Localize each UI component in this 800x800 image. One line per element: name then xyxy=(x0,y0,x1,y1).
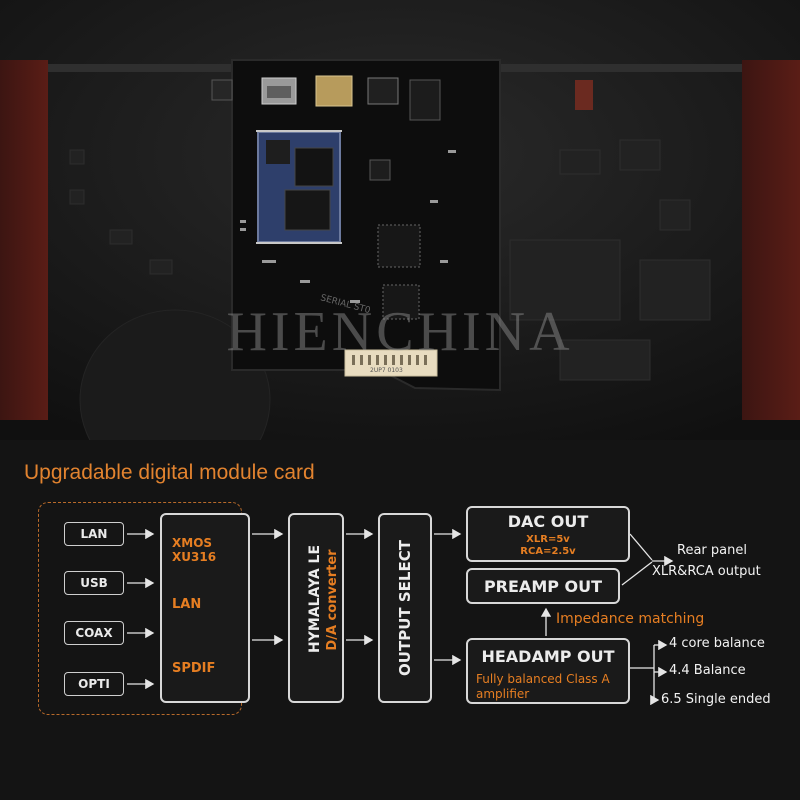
hp-output-44: 4.4 Balance xyxy=(669,663,746,678)
xmos-spdif-label: SPDIF xyxy=(172,661,216,676)
xmos-chip-line1: XMOS xyxy=(172,536,213,550)
hp-output-4core: 4 core balance xyxy=(669,636,765,651)
xmos-lan-label: LAN xyxy=(172,597,202,612)
input-lan: LAN xyxy=(64,522,124,546)
dac-out-block: DAC OUT XLR=5v RCA=2.5v xyxy=(466,506,630,562)
section-heading: Upgradable digital module card xyxy=(24,461,315,484)
connector-marking: 2UP7 0103 xyxy=(370,367,403,374)
chip-secondary xyxy=(382,284,420,320)
preamp-out-block: PREAMP OUT xyxy=(466,568,620,604)
volume-knob xyxy=(79,309,271,440)
input-opti: OPTI xyxy=(64,672,124,696)
output-select-block: OUTPUT SELECT xyxy=(378,513,432,703)
headamp-desc-line1: Fully balanced Class A xyxy=(476,672,610,686)
input-coax: COAX xyxy=(64,621,124,645)
dac-out-title: DAC OUT xyxy=(507,512,589,531)
xmos-block: XMOS XU316 LAN SPDIF xyxy=(160,513,250,703)
hymalaya-subtitle: D/A converter xyxy=(325,549,340,651)
hymalaya-title: HYMALAYA LE xyxy=(307,544,323,654)
chassis-left xyxy=(0,60,48,420)
headamp-out-block: HEADAMP OUT Fully balanced Class A ampli… xyxy=(466,638,630,704)
xmos-chip-line2: XU316 xyxy=(172,550,217,564)
chip-main xyxy=(377,224,421,268)
preamp-out-title: PREAMP OUT xyxy=(483,577,603,596)
dac-out-rca: RCA=2.5v xyxy=(520,546,576,557)
impedance-matching-label: Impedance matching xyxy=(556,611,705,627)
headamp-desc-line2: amplifier xyxy=(476,687,530,701)
rear-panel-line2: XLR&RCA output xyxy=(652,564,761,579)
input-usb: USB xyxy=(64,571,124,595)
hymalaya-dac-block: HYMALAYA LE D/A converter xyxy=(288,513,344,703)
headamp-out-title: HEADAMP OUT xyxy=(481,647,615,666)
dac-out-xlr: XLR=5v xyxy=(526,534,570,545)
pcb-photo: 2UP7 0103 SERIAL ST0 xyxy=(0,0,800,440)
hp-output-65: 6.5 Single ended xyxy=(661,692,771,707)
rear-panel-line1: Rear panel xyxy=(677,543,747,558)
output-select-label: OUTPUT SELECT xyxy=(396,540,414,676)
usb-c-connector xyxy=(315,75,353,107)
chassis-right xyxy=(742,60,800,420)
